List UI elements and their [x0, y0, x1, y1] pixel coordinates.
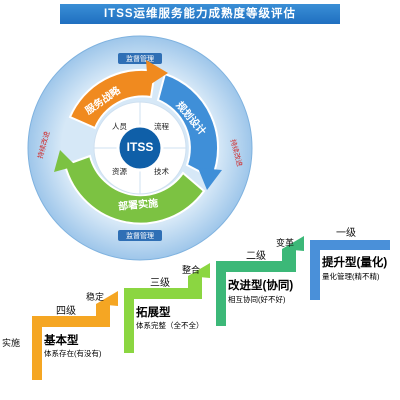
element-people-label: 人员	[112, 122, 127, 131]
step-3-desc: 相互协同(好不好)	[228, 295, 286, 304]
step-4-name: 提升型(量化)	[322, 257, 388, 269]
step-1-arrow	[96, 291, 118, 306]
step-1-action: 实施	[2, 338, 21, 348]
step-2-shape	[124, 276, 202, 353]
step-1-shape	[32, 304, 110, 380]
step-2-action: 稳定	[86, 292, 105, 302]
blue-arrow-head	[198, 168, 222, 190]
step-4-shape	[310, 240, 390, 300]
step-1-level: 四级	[56, 306, 76, 317]
step-4-level: 一级	[336, 228, 356, 239]
step-1-desc: 体系存在(有没有)	[44, 349, 102, 358]
element-process-label: 流程	[154, 122, 169, 131]
orange-arrow-head	[146, 60, 168, 86]
step-2-name: 拓展型	[136, 307, 171, 319]
center-disc	[116, 124, 164, 172]
step-4-action: 变革	[276, 238, 295, 248]
page-title: ITSS运维服务能力成熟度等级评估	[60, 4, 340, 24]
step-3-shape	[216, 249, 296, 326]
step-2-desc: 体系完整（全不全）	[136, 321, 204, 330]
step-3-level: 二级	[246, 251, 266, 262]
step-2-arrow	[188, 263, 210, 278]
center-label: ITSS	[126, 140, 154, 154]
step-2-level: 三级	[150, 278, 170, 289]
element-resources-label: 资源	[112, 167, 127, 176]
green-arrow-head	[54, 150, 76, 172]
supervision-top-label: 监督管理	[126, 56, 154, 63]
step-1-name: 基本型	[44, 335, 79, 347]
step-3-name: 改进型(协同)	[228, 280, 294, 292]
step-3-action: 整合	[182, 265, 201, 275]
supervision-bottom-label: 监督管理	[126, 233, 154, 240]
step-3-arrow	[282, 236, 304, 251]
supervision-bottom-badge	[118, 230, 162, 241]
element-technology-label: 技术	[154, 167, 169, 176]
step-4-desc: 量化管理(精不精)	[322, 272, 380, 281]
supervision-top-badge	[118, 53, 162, 64]
